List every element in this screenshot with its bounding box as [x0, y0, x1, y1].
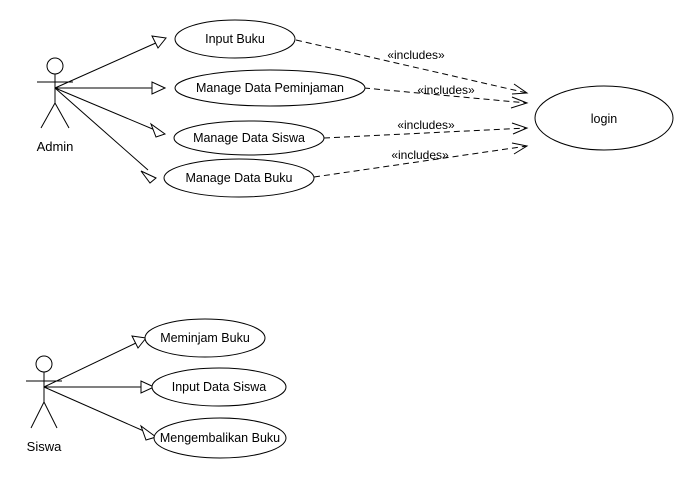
actor-admin-head — [46, 57, 64, 75]
use-case-manage-data-peminjaman[interactable]: Manage Data Peminjaman — [174, 69, 366, 107]
use-case-manage-data-peminjaman-shape — [174, 69, 366, 107]
use-case-mengembalikan-buku-label: Mengembalikan Buku — [160, 431, 280, 445]
use-case-manage-data-buku-shape — [163, 158, 315, 198]
include-dependencies: «includes» «includes» «includes» «includ… — [295, 39, 529, 178]
association-siswa-meminjam-buku — [43, 341, 139, 388]
actor-siswa-head — [35, 355, 53, 373]
include-manage-siswa-login — [323, 127, 528, 139]
association-arrowhead — [140, 170, 157, 184]
association-arrowhead — [151, 81, 167, 95]
use-case-input-buku-shape — [174, 19, 296, 59]
use-case-manage-data-siswa-shape — [173, 120, 325, 156]
include-arrowhead — [511, 83, 529, 95]
use-case-input-data-siswa-label: Input Data Siswa — [172, 380, 267, 394]
association-arrowhead — [151, 35, 167, 49]
include-arrowhead — [511, 122, 529, 135]
actor-siswa-left-leg — [30, 401, 45, 429]
use-case-login[interactable]: login — [534, 85, 674, 151]
use-case-input-data-siswa[interactable]: Input Data Siswa — [151, 367, 287, 407]
use-case-meminjam-buku[interactable]: Meminjam Buku — [144, 318, 266, 358]
association-admin-manage-siswa — [54, 87, 156, 131]
include-arrowhead — [510, 96, 529, 109]
actor-admin-left-leg — [40, 102, 56, 129]
include-label: «includes» — [417, 83, 475, 97]
use-case-meminjam-buku-label: Meminjam Buku — [160, 331, 250, 345]
actor-admin-right-leg — [54, 102, 70, 129]
siswa-associations — [43, 335, 158, 441]
include-arrowhead — [511, 142, 529, 155]
use-case-manage-data-buku-label: Manage Data Buku — [185, 171, 292, 185]
use-case-input-data-siswa-shape — [151, 367, 287, 407]
use-case-manage-data-siswa[interactable]: Manage Data Siswa — [173, 120, 325, 156]
actor-siswa-right-leg — [43, 401, 58, 429]
actor-admin-label: Admin — [37, 139, 74, 154]
association-siswa-mengembalikan-buku — [43, 386, 147, 433]
admin-associations — [54, 35, 167, 184]
use-case-login-shape — [534, 85, 674, 151]
use-case-manage-data-siswa-label: Manage Data Siswa — [193, 131, 305, 145]
association-admin-input-buku — [54, 41, 159, 89]
use-case-input-buku-label: Input Buku — [205, 32, 265, 46]
use-case-manage-data-buku[interactable]: Manage Data Buku — [163, 158, 315, 198]
association-arrowhead — [149, 122, 167, 138]
use-case-login-label: login — [591, 112, 617, 126]
include-manage-buku-login — [313, 145, 528, 178]
use-case-meminjam-buku-shape — [144, 318, 266, 358]
association-admin-manage-buku — [54, 87, 149, 171]
use-case-manage-data-peminjaman-label: Manage Data Peminjaman — [196, 81, 344, 95]
actor-admin[interactable]: Admin — [37, 57, 74, 154]
association-arrowhead — [140, 380, 156, 394]
association-arrowhead — [131, 335, 147, 349]
include-manage-peminjaman-login — [363, 87, 528, 104]
include-label: «includes» — [397, 118, 455, 132]
actor-siswa-label: Siswa — [27, 439, 62, 454]
use-case-mengembalikan-buku[interactable]: Mengembalikan Buku — [153, 417, 287, 459]
actor-siswa[interactable]: Siswa — [26, 355, 62, 454]
include-label: «includes» — [387, 48, 445, 62]
use-case-mengembalikan-buku-shape — [153, 417, 287, 459]
include-label: «includes» — [391, 148, 449, 162]
association-arrowhead — [139, 424, 158, 441]
use-case-input-buku[interactable]: Input Buku — [174, 19, 296, 59]
